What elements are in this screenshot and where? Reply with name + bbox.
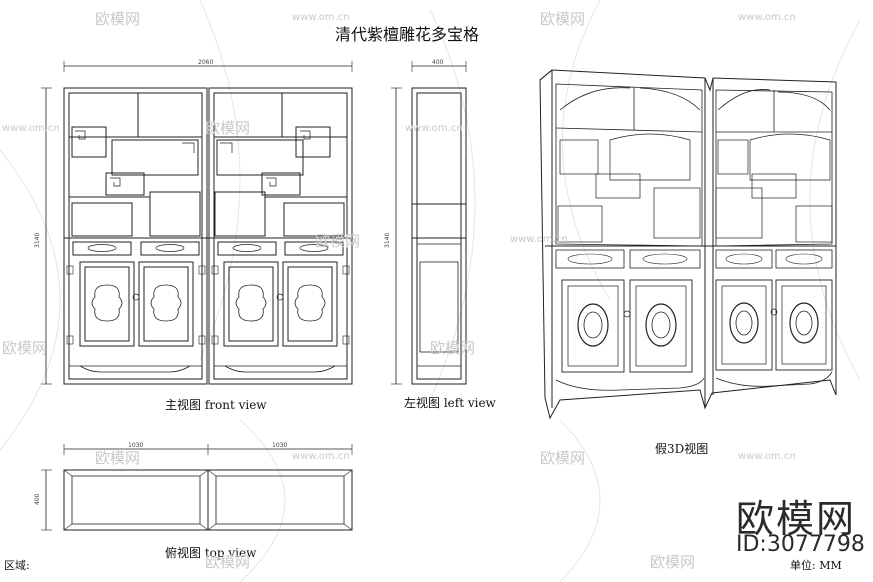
dim-front-height: 3140	[34, 232, 41, 248]
dim-top-depth: 400	[34, 493, 41, 505]
watermark-url: www.om.cn	[405, 123, 463, 134]
left-view	[391, 61, 467, 385]
watermark-small: 欧模网	[205, 119, 251, 137]
dim-top-left-width: 1030	[128, 442, 144, 449]
dim-front-width: 2060	[198, 59, 214, 66]
watermark-small: 欧模网	[315, 232, 361, 250]
watermark-small: 欧模网	[540, 449, 586, 467]
watermark-url: www.om.cn	[738, 451, 796, 462]
dim-left-width: 400	[432, 59, 444, 66]
iso-view	[539, 69, 837, 420]
watermark-url: www.om.cn	[738, 12, 796, 23]
watermark-small: 欧模网	[650, 553, 696, 571]
unit-label: 单位: MM	[790, 559, 842, 572]
watermark-small: 欧模网	[95, 10, 141, 28]
top-view-label: 俯视图 top view	[165, 546, 257, 560]
top-view	[41, 444, 353, 531]
watermark-url: www.om.cn	[292, 12, 350, 23]
watermark-small: 欧模网	[540, 10, 586, 28]
iso-view-label: 假3D视图	[655, 442, 709, 456]
dim-left-height: 3140	[384, 232, 391, 248]
front-view	[41, 61, 353, 385]
front-view-label: 主视图 front view	[165, 398, 267, 412]
watermark-small: 欧模网	[95, 449, 141, 467]
watermark-small: 欧模网	[430, 339, 476, 357]
watermark-url: www.om.cn	[292, 451, 350, 462]
watermark-id: ID:3077798	[736, 532, 865, 557]
watermark-small: 欧模网	[2, 339, 48, 357]
region-label: 区域:	[4, 559, 30, 572]
drawing-title: 清代紫檀雕花多宝格	[335, 25, 480, 44]
left-view-label: 左视图 left view	[404, 396, 496, 410]
watermark-brand: 欧模网	[736, 497, 857, 541]
watermark-url: www.om.cn	[2, 123, 60, 134]
dim-top-right-width: 1030	[272, 442, 288, 449]
watermark-small: 欧模网	[205, 553, 251, 571]
watermark-url: www.om.cn	[510, 234, 568, 245]
